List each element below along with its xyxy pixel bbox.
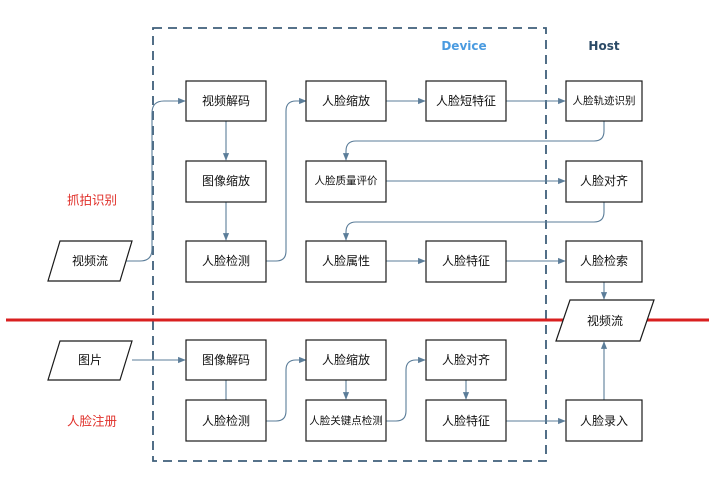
node-video-stream: 视频流 bbox=[47, 240, 133, 282]
node-face-feature-label: 人脸特征 bbox=[442, 253, 490, 268]
node-video-decode-label: 视频解码 bbox=[202, 93, 250, 108]
node-face-enroll-label: 人脸录入 bbox=[580, 414, 628, 428]
node-face-track-recog: 人脸轨迹识别 bbox=[565, 80, 643, 122]
node-image-scale: 图像缩放 bbox=[185, 160, 267, 203]
edge-detect-to-facescale-reg bbox=[266, 356, 307, 422]
node-face-align-label: 人脸对齐 bbox=[580, 173, 628, 188]
connectors bbox=[124, 97, 608, 425]
device-boundary bbox=[152, 27, 547, 462]
node-video-decode: 视频解码 bbox=[185, 80, 267, 122]
edge-keypoint-to-align bbox=[386, 356, 426, 422]
section-label-register: 人脸注册 bbox=[67, 414, 117, 429]
edge-detect-to-facescale bbox=[266, 97, 307, 262]
node-face-short-feature: 人脸短特征 bbox=[425, 80, 507, 122]
node-host-video-stream: 视频流 bbox=[555, 299, 655, 342]
node-face-detect: 人脸检测 bbox=[185, 240, 267, 283]
node-reg-face-feature: 人脸特征 bbox=[425, 399, 507, 442]
node-face-attribute: 人脸属性 bbox=[305, 240, 387, 283]
node-face-keypoint-detect-label: 人脸关键点检测 bbox=[309, 414, 383, 427]
edge-align-to-attribute bbox=[342, 202, 605, 241]
node-face-enroll: 人脸录入 bbox=[565, 399, 643, 442]
node-face-align: 人脸对齐 bbox=[565, 160, 643, 203]
node-face-search-label: 人脸检索 bbox=[580, 253, 628, 268]
node-face-keypoint-detect: 人脸关键点检测 bbox=[305, 399, 387, 442]
node-video-stream-label: 视频流 bbox=[72, 253, 108, 268]
device-zone-label: Device bbox=[441, 39, 486, 53]
node-reg-face-align-label: 人脸对齐 bbox=[442, 352, 490, 367]
node-reg-face-detect: 人脸检测 bbox=[185, 399, 267, 442]
node-face-detect-label: 人脸检测 bbox=[202, 253, 250, 268]
node-reg-face-scale: 人脸缩放 bbox=[305, 339, 387, 381]
node-face-track-recog-label: 人脸轨迹识别 bbox=[573, 94, 636, 107]
node-face-feature: 人脸特征 bbox=[425, 240, 507, 283]
node-face-quality-eval-label: 人脸质量评价 bbox=[315, 174, 378, 187]
node-reg-face-align: 人脸对齐 bbox=[425, 339, 507, 381]
node-face-quality-eval: 人脸质量评价 bbox=[305, 160, 387, 203]
node-face-scale-label: 人脸缩放 bbox=[322, 93, 370, 108]
node-face-search: 人脸检索 bbox=[565, 240, 643, 283]
node-face-short-feature-label: 人脸短特征 bbox=[436, 93, 496, 108]
edge-track-to-quality bbox=[342, 121, 605, 161]
host-zone-label: Host bbox=[588, 39, 619, 53]
node-image-decode-label: 图像解码 bbox=[202, 353, 250, 367]
node-image-decode: 图像解码 bbox=[185, 339, 267, 381]
node-face-attribute-label: 人脸属性 bbox=[322, 254, 370, 268]
node-reg-face-scale-label: 人脸缩放 bbox=[322, 352, 370, 367]
node-picture: 图片 bbox=[47, 340, 133, 381]
node-reg-face-detect-label: 人脸检测 bbox=[202, 413, 250, 428]
section-label-capture: 抓拍识别 bbox=[67, 193, 117, 208]
node-host-video-stream-label: 视频流 bbox=[587, 313, 623, 328]
node-face-scale: 人脸缩放 bbox=[305, 80, 387, 122]
node-reg-face-feature-label: 人脸特征 bbox=[442, 413, 490, 428]
node-picture-label: 图片 bbox=[78, 353, 102, 367]
edge-stream-to-decode bbox=[124, 97, 186, 262]
node-image-scale-label: 图像缩放 bbox=[202, 173, 250, 188]
